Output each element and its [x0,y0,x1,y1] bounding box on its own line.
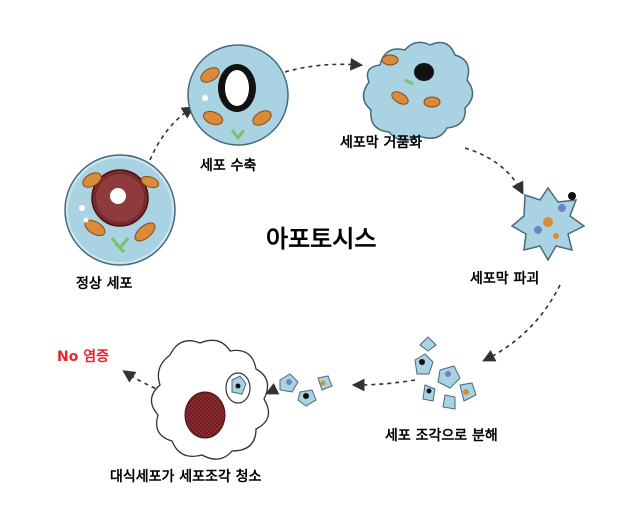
shrinking-cell [187,44,289,146]
arrow-rupture-to-fragments [482,284,561,362]
label-membrane-rupture: 세포막 파괴 [470,271,540,287]
label-macrophage-cleanup: 대식세포가 세포조각 청소 [110,469,262,485]
label-normal-cell: 정상 세포 [76,276,133,292]
arrow-fragments-to-small [351,378,416,392]
arrow-to-phagocyte [265,382,280,395]
ruptured-cell [510,186,586,262]
diagram-title: 아포토시스 [266,225,377,253]
arrow-bleb-to-rupture [464,147,524,195]
macrophage [150,339,270,460]
small-fragments [279,373,333,407]
label-cell-shrink: 세포 수축 [200,158,257,174]
label-fragmentation: 세포 조각으로 분해 [385,428,498,444]
label-no-inflammation: No 염증 [57,349,109,365]
cell-fragments [414,336,477,410]
blebbing-cell [362,41,474,141]
cycle-arrows [122,57,561,396]
arrow-normal-to-shrink [149,106,195,161]
label-membrane-blebbing: 세포막 거품화 [340,135,423,151]
normal-cell [64,154,176,266]
arrow-shrink-to-bleb [284,57,364,73]
engulfed-fragment [225,372,251,404]
